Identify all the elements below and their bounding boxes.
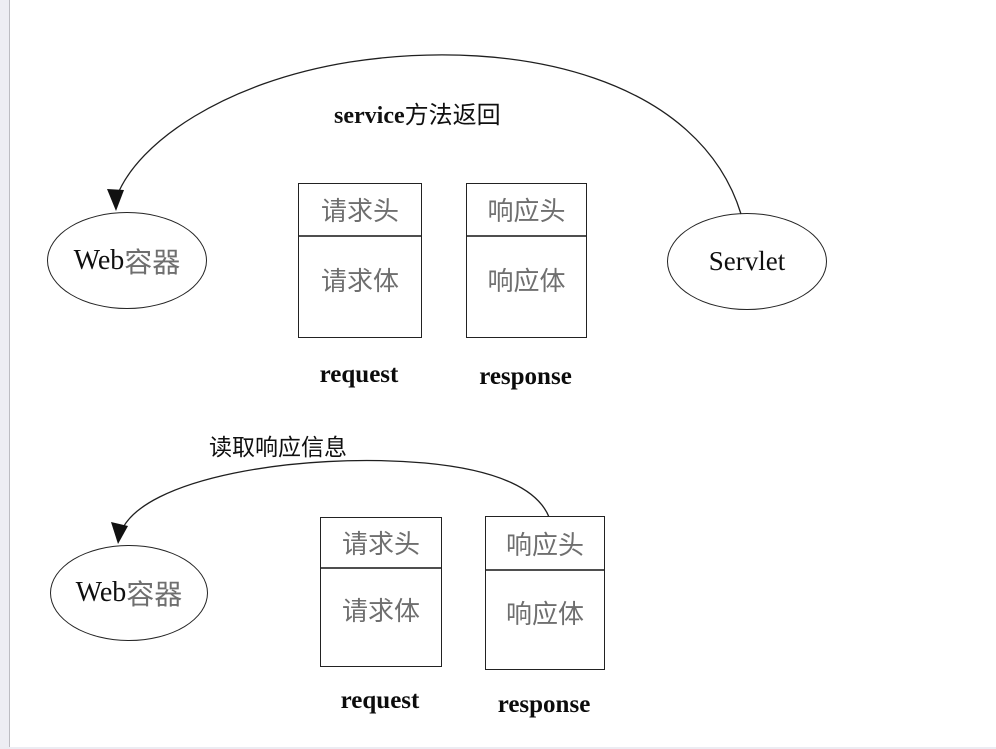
service-return-arc [116, 54, 742, 215]
service-return-label-latin: service [334, 103, 405, 129]
read-response-label: 读取响应信息 [209, 435, 347, 460]
response-box-top: 响应头 响应体 [466, 183, 587, 338]
web-container-label-latin-top: Web [73, 244, 125, 276]
response-header-cell-bottom: 响应头 [486, 517, 604, 571]
response-caption-bottom: response [497, 691, 591, 718]
service-return-label: service方法返回 [334, 95, 501, 130]
service-return-label-cjk: 方法返回 [404, 103, 501, 129]
request-box-bottom: 请求头 请求体 [320, 517, 442, 667]
web-container-label-cjk-bottom: 容器 [126, 580, 183, 611]
bottom-hairline [0, 747, 996, 749]
request-header-cell-top: 请求头 [299, 184, 421, 237]
response-body-cell-bottom: 响应体 [505, 599, 584, 629]
read-response-arrowhead-icon [111, 522, 128, 544]
request-box-top: 请求头 请求体 [298, 183, 422, 338]
request-caption-top: request [319, 361, 399, 388]
window-edge-strip [0, 0, 10, 749]
request-caption-bottom: request [340, 687, 420, 714]
servlet-node: Servlet [667, 213, 827, 310]
service-return-arrowhead-icon [107, 189, 124, 211]
request-body-cell-bottom: 请求体 [341, 597, 420, 626]
response-body-cell-top: 响应体 [487, 266, 566, 296]
request-header-cell-bottom: 请求头 [321, 518, 441, 569]
read-response-arc [120, 459, 550, 533]
web-container-label-latin-bottom: Web [75, 577, 127, 608]
response-box-bottom: 响应头 响应体 [485, 516, 605, 670]
response-header-cell-top: 响应头 [467, 184, 586, 237]
servlet-label: Servlet [708, 246, 786, 276]
request-body-cell-top: 请求体 [320, 266, 399, 296]
web-container-label-cjk-top: 容器 [124, 247, 181, 279]
response-caption-top: response [479, 363, 572, 390]
